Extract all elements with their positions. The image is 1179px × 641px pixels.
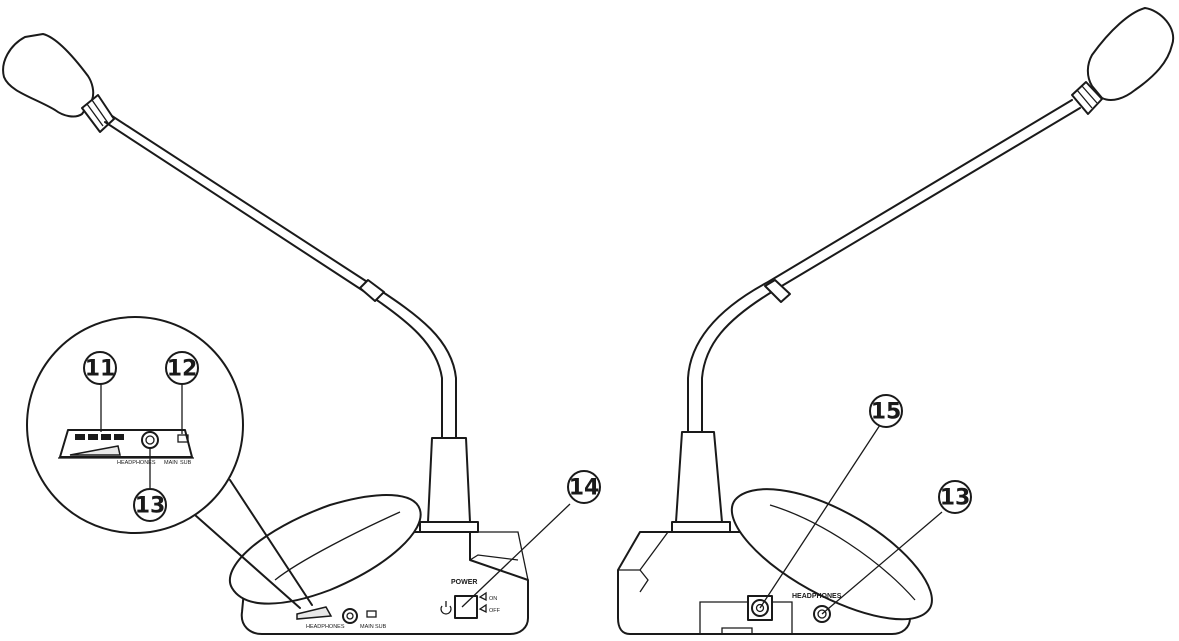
rear-headphones-label: HEADPHONES [792, 593, 842, 600]
left-base-column [427, 437, 471, 523]
detail-headphone-jack [141, 431, 159, 449]
front-main-label: MAIN [360, 624, 374, 630]
detail-headphones-label: HEADPHONES [117, 460, 156, 466]
level-meter-leds [75, 434, 124, 440]
detail-main-label: MAIN [164, 460, 178, 466]
callout-11: 11 [83, 351, 117, 385]
power-on-label: ON [489, 596, 497, 602]
left-windscreen [2, 33, 95, 118]
right-base-column [675, 431, 723, 523]
power-label: POWER [451, 579, 477, 586]
left-microphone: HEADPHONES MAIN SUB POWER ON OFF [2, 33, 529, 635]
callout-13-rear: 13 [938, 480, 972, 514]
callout-13-detail: 13 [133, 488, 167, 522]
front-headphone-jack [342, 608, 358, 624]
power-icon [440, 601, 452, 615]
callout-12-number: 12 [167, 357, 198, 382]
callout-15-number: 15 [871, 400, 902, 425]
right-windscreen [1086, 7, 1175, 101]
right-microphone: HEADPHONES [461, 7, 1175, 635]
callout-13-detail-number: 13 [135, 494, 166, 519]
callout-13-rear-number: 13 [940, 486, 971, 511]
front-sub-label: SUB [375, 624, 387, 630]
callout-12: 12 [165, 351, 199, 385]
callout-11-number: 11 [85, 357, 116, 382]
right-gooseneck [701, 107, 1081, 433]
callout-14-number: 14 [569, 476, 600, 501]
detail-main-sub-switch [177, 434, 189, 443]
front-headphones-label: HEADPHONES [306, 624, 345, 630]
callout-14: 14 [567, 470, 601, 504]
detail-sub-label: SUB [180, 460, 192, 466]
power-off-label: OFF [489, 608, 501, 614]
callout-15: 15 [869, 394, 903, 428]
right-display-panel [730, 488, 933, 621]
power-switch [454, 595, 478, 619]
